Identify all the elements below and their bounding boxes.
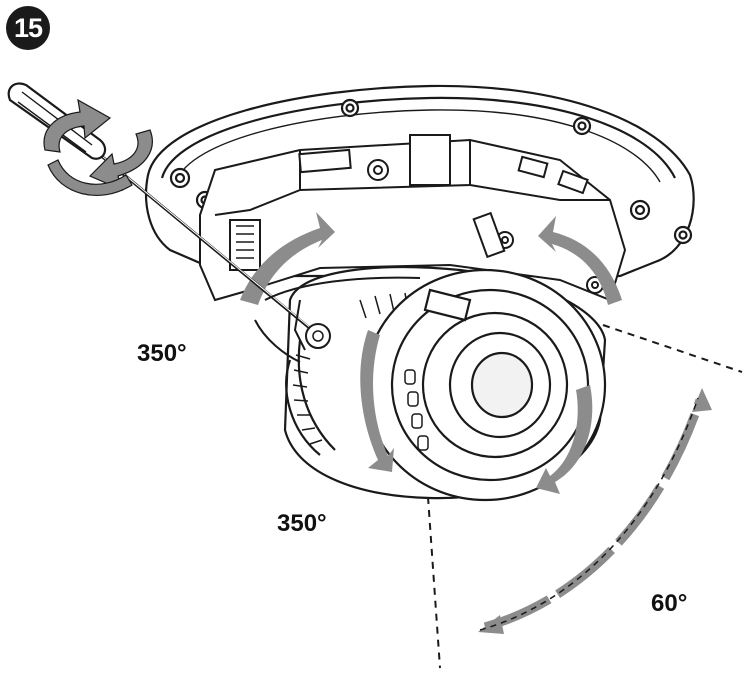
tilt-arrow-head-upper bbox=[692, 388, 712, 412]
camera-mount-ring bbox=[254, 276, 421, 363]
pan-arrow-right bbox=[538, 216, 622, 305]
rotation-arrow-left bbox=[360, 330, 394, 472]
rotation-arrow-right bbox=[536, 385, 593, 494]
step-number-badge: 15 bbox=[6, 6, 50, 50]
rotation-arrows bbox=[360, 330, 593, 494]
tilt-arc-arrow bbox=[478, 388, 712, 634]
pan-rotation-arrows bbox=[240, 212, 622, 305]
rotate-arrow-icon bbox=[43, 98, 153, 196]
camera-module bbox=[283, 266, 607, 502]
tilt-arrow-head-lower bbox=[478, 615, 504, 634]
tilt-reference-line-upper bbox=[602, 324, 743, 373]
tilt-reference-line-vertical bbox=[427, 496, 441, 669]
tilt-reference-lines bbox=[427, 324, 743, 669]
rotation-angle-label: 350° bbox=[277, 510, 327, 537]
pan-angle-label: 350° bbox=[137, 340, 187, 367]
tilt-angle-label: 60° bbox=[651, 590, 688, 617]
pan-arrow-left bbox=[240, 212, 335, 305]
